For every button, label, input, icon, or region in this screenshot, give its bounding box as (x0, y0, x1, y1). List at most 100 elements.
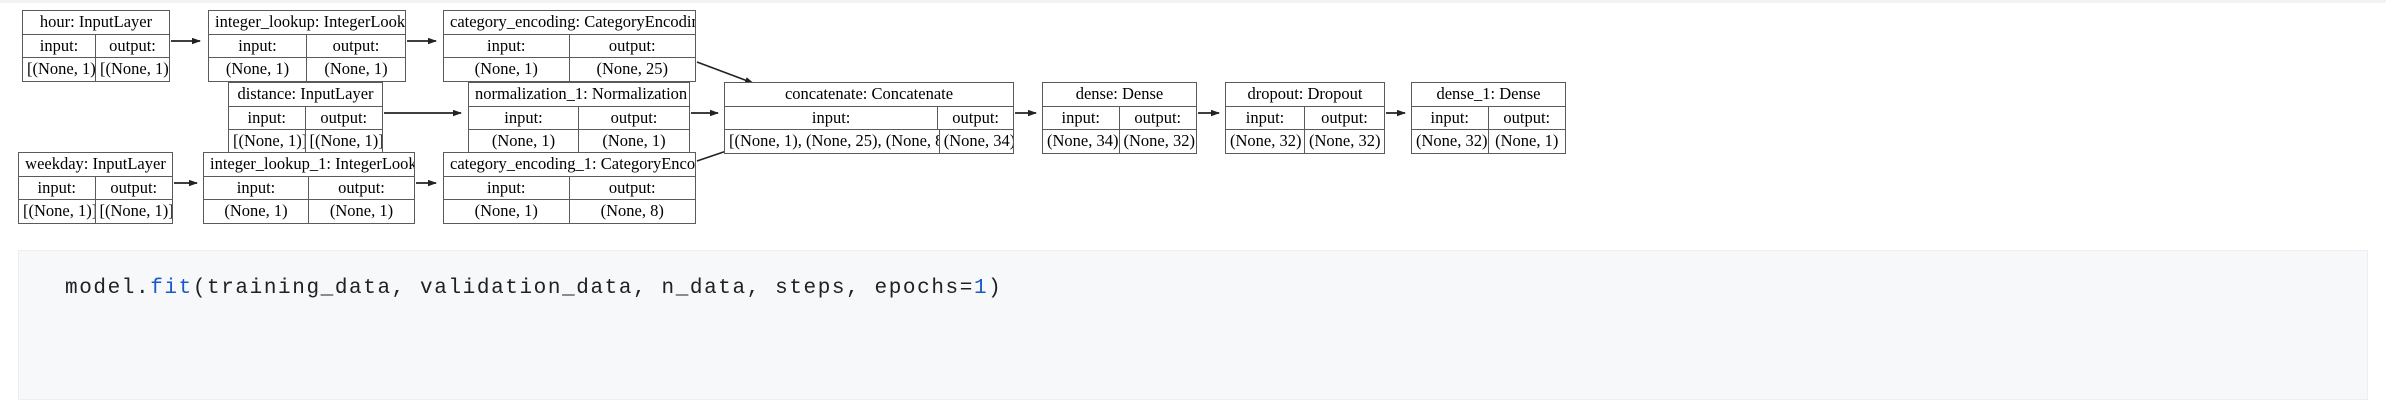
node-title-distance: distance: InputLayer (229, 83, 382, 107)
node-output-label-integer_lookup: output: (332, 36, 380, 55)
node-io-labels-dense: input: output: (1043, 107, 1196, 130)
node-io-labels-weekday: input: output: (19, 177, 172, 200)
node-input-label-distance: input: (229, 107, 306, 129)
node-input-shape-hour: [(None, 1)] (23, 58, 96, 81)
node-io-shapes-hour: [(None, 1)][(None, 1)] (23, 58, 169, 81)
node-input-label-dense: input: (1043, 107, 1120, 129)
node-output-shape-category_encoding: (None, 25) (596, 59, 668, 78)
node-output-shape-hour: [(None, 1)] (100, 59, 169, 78)
node-io-shapes-integer_lookup: (None, 1) (None, 1) (209, 58, 405, 81)
node-output-shape-integer_lookup_1: (None, 1) (329, 201, 394, 220)
node-output-label-category_encoding: output: (608, 36, 656, 55)
node-output-label-concatenate: output: (952, 108, 1000, 127)
node-output-label-normalization_1: output: (610, 108, 658, 127)
node-category_encoding_1: category_encoding_1: CategoryEncodinginp… (443, 152, 696, 224)
node-output-shape-dense_1: (None, 1) (1495, 131, 1559, 150)
node-io-labels-normalization_1: input:output: (469, 107, 689, 130)
node-io-labels-integer_lookup: input: output: (209, 35, 405, 58)
node-title-hour: hour: InputLayer (23, 11, 169, 35)
node-title-category_encoding: category_encoding: CategoryEncoding (444, 11, 695, 35)
edge-category-encoding-to-concatenate (696, 61, 754, 84)
node-output-label-weekday: output: (110, 178, 158, 197)
node-title-dense_1: dense_1: Dense (1412, 83, 1565, 107)
node-input-shape-weekday: [(None, 1)] (19, 200, 96, 223)
node-io-shapes-distance: [(None, 1)][(None, 1)] (229, 130, 382, 153)
code-cell[interactable]: model.fit(training_data, validation_data… (18, 250, 2368, 400)
node-output-shape-dropout: (None, 32) (1309, 131, 1381, 150)
node-input-label-integer_lookup_1: input: (204, 177, 309, 199)
node-output-label-distance: output: (320, 108, 368, 127)
node-io-labels-integer_lookup_1: input: output: (204, 177, 414, 200)
code-token-4: ) (988, 277, 1003, 300)
node-io-labels-dropout: input: output: (1226, 107, 1384, 130)
node-title-normalization_1: normalization_1: Normalization (469, 83, 689, 107)
node-output-label-integer_lookup_1: output: (338, 178, 385, 197)
node-io-labels-distance: input: output: (229, 107, 382, 130)
node-input-shape-distance: [(None, 1)] (229, 130, 306, 153)
node-input-label-dropout: input: (1226, 107, 1305, 129)
node-io-shapes-weekday: [(None, 1)][(None, 1)] (19, 200, 172, 223)
node-output-label-dense: output: (1134, 108, 1182, 127)
node-io-shapes-category_encoding: (None, 1) (None, 25) (444, 58, 695, 81)
node-title-integer_lookup: integer_lookup: IntegerLookup (209, 11, 405, 35)
node-output-label-category_encoding_1: output: (608, 178, 656, 197)
node-output-shape-category_encoding_1: (None, 8) (600, 201, 664, 220)
code-token-1: fit (150, 277, 193, 300)
node-io-shapes-category_encoding_1: (None, 1) (None, 8) (444, 200, 695, 223)
node-input-label-category_encoding_1: input: (444, 177, 570, 199)
node-output-shape-concatenate: (None, 34) (943, 131, 1013, 150)
node-output-shape-normalization_1: (None, 1) (602, 131, 666, 150)
node-title-dropout: dropout: Dropout (1226, 83, 1384, 107)
node-input-shape-concatenate: [(None, 1), (None, 25), (None, 8)] (725, 130, 940, 153)
node-io-shapes-dense: (None, 34)(None, 32) (1043, 130, 1196, 153)
node-output-shape-integer_lookup: (None, 1) (324, 59, 388, 78)
node-title-weekday: weekday: InputLayer (19, 153, 172, 177)
node-input-label-hour: input: (23, 35, 96, 57)
node-input-label-weekday: input: (19, 177, 96, 199)
node-input-shape-integer_lookup: (None, 1) (209, 58, 307, 81)
top-divider (0, 0, 2386, 3)
code-token-2: (training_data, validation_data, n_data,… (192, 277, 974, 300)
node-io-shapes-normalization_1: (None, 1) (None, 1) (469, 130, 689, 153)
node-io-shapes-integer_lookup_1: (None, 1) (None, 1) (204, 200, 414, 223)
node-input-shape-category_encoding_1: (None, 1) (444, 200, 570, 223)
node-input-shape-category_encoding: (None, 1) (444, 58, 570, 81)
node-input-shape-dense: (None, 34) (1043, 130, 1120, 153)
node-input-shape-normalization_1: (None, 1) (469, 130, 579, 153)
node-input-label-concatenate: input: (725, 107, 939, 129)
node-title-dense: dense: Dense (1043, 83, 1196, 107)
node-input-shape-integer_lookup_1: (None, 1) (204, 200, 309, 223)
node-title-category_encoding_1: category_encoding_1: CategoryEncoding (444, 153, 695, 177)
node-io-labels-hour: input: output: (23, 35, 169, 58)
node-title-integer_lookup_1: integer_lookup_1: IntegerLookup (204, 153, 414, 177)
node-io-labels-concatenate: input: output: (725, 107, 1013, 130)
node-output-shape-dense: (None, 32) (1123, 131, 1195, 150)
node-title-concatenate: concatenate: Concatenate (725, 83, 1013, 107)
node-input-label-dense_1: input: (1412, 107, 1489, 129)
node-output-shape-distance: [(None, 1)] (309, 131, 383, 150)
node-input-shape-dropout: (None, 32) (1226, 130, 1305, 153)
node-input-label-integer_lookup: input: (209, 35, 307, 57)
node-output-label-dropout: output: (1321, 108, 1368, 127)
node-io-shapes-dropout: (None, 32)(None, 32) (1226, 130, 1384, 153)
node-input-shape-dense_1: (None, 32) (1412, 130, 1489, 153)
node-io-labels-category_encoding: input: output: (444, 35, 695, 58)
node-io-shapes-concatenate: [(None, 1), (None, 25), (None, 8)](None,… (725, 130, 1013, 153)
node-output-label-hour: output: (109, 36, 156, 55)
code-token-0: model. (65, 277, 151, 300)
node-output-shape-weekday: [(None, 1)] (99, 201, 173, 220)
node-io-labels-category_encoding_1: input: output: (444, 177, 695, 200)
code-token-3: 1 (973, 277, 989, 300)
node-input-label-category_encoding: input: (444, 35, 570, 57)
